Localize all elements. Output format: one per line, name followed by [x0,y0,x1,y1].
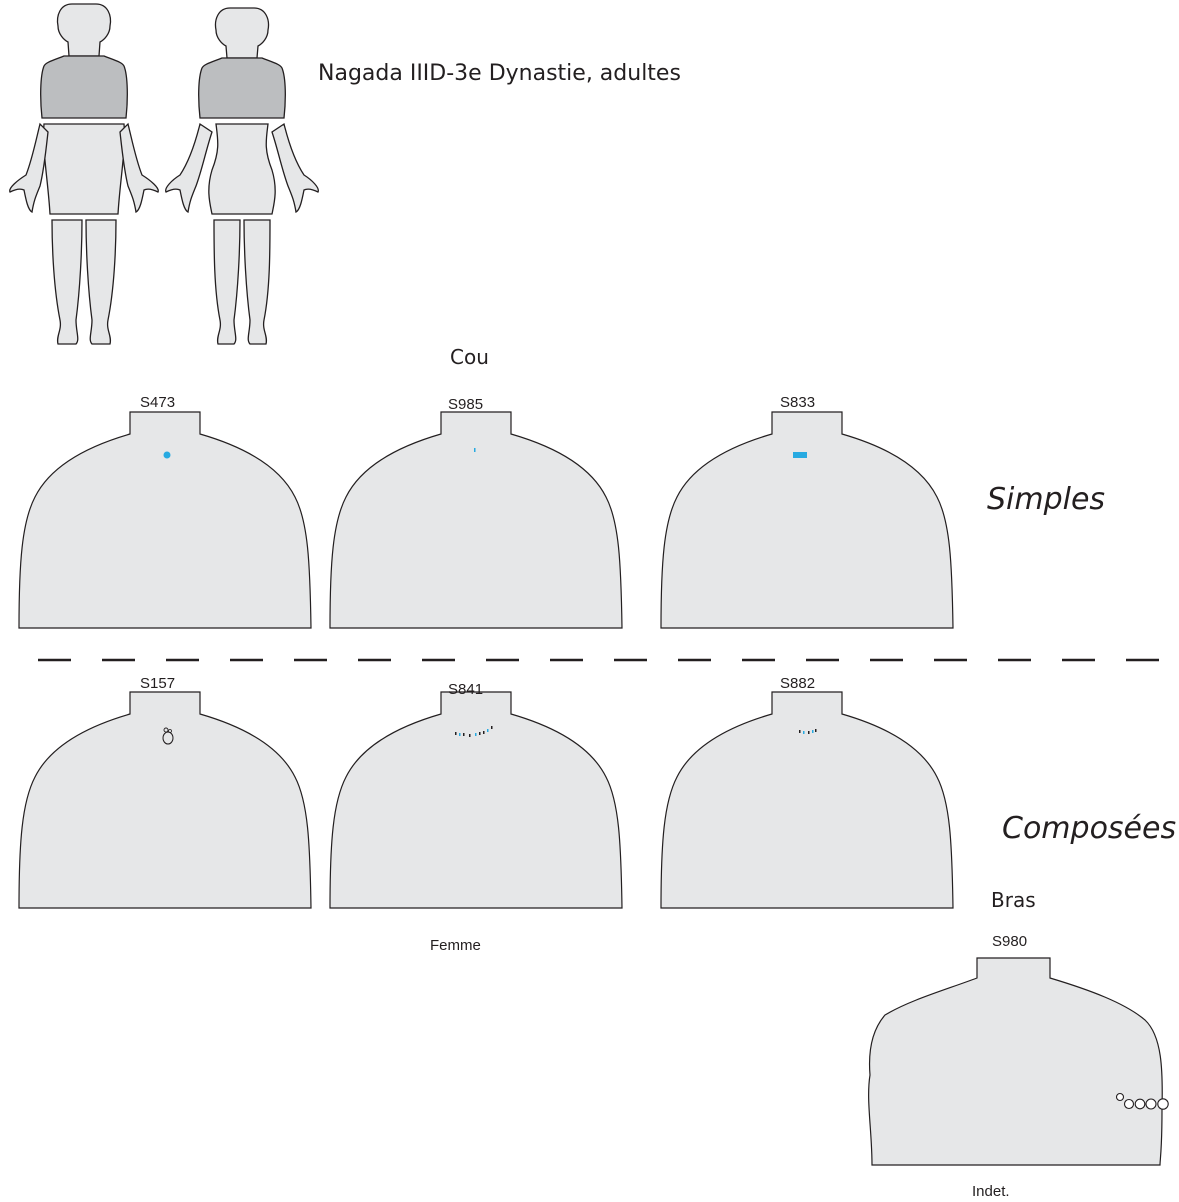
female-silhouette-icon [165,7,319,345]
category-simple-label: Simples [987,482,1105,517]
ring-pendant-icon [162,727,174,745]
blue-bead-icon [474,448,476,452]
bust-S985: S985 [329,396,623,629]
male-silhouette-icon [9,3,159,345]
bust-label: S882 [780,675,815,692]
bead-string-icon [455,726,493,737]
bust-S841: S841 [329,681,623,909]
category-composed-label: Composées [1002,811,1176,846]
blue-bead-icon [163,451,171,459]
bust-S473: S473 [18,394,312,629]
bust-label: S980 [992,933,1027,950]
bust-label: S833 [780,394,815,411]
bust-S833: S833 [660,394,954,629]
bust-label: S985 [448,396,483,413]
bust-S882: S882 [660,675,954,909]
sex-note-S980: Indet. [972,1183,1010,1200]
blue-bar-bead-icon [793,452,807,458]
section-bras-label: Bras [991,888,1036,912]
bust-S157: S157 [18,675,312,909]
page-title: Nagada IIID-3e Dynastie, adultes [318,61,681,86]
bust-label: S473 [140,394,175,411]
section-cou-label: Cou [450,345,489,369]
sex-note-S841: Femme [430,937,481,954]
bust-label: S157 [140,675,175,692]
bust-S980: S980 [868,933,1169,1166]
bust-label: S841 [448,681,483,698]
arm-rings-icon [1115,1092,1169,1110]
small-bead-string-icon [799,729,817,734]
